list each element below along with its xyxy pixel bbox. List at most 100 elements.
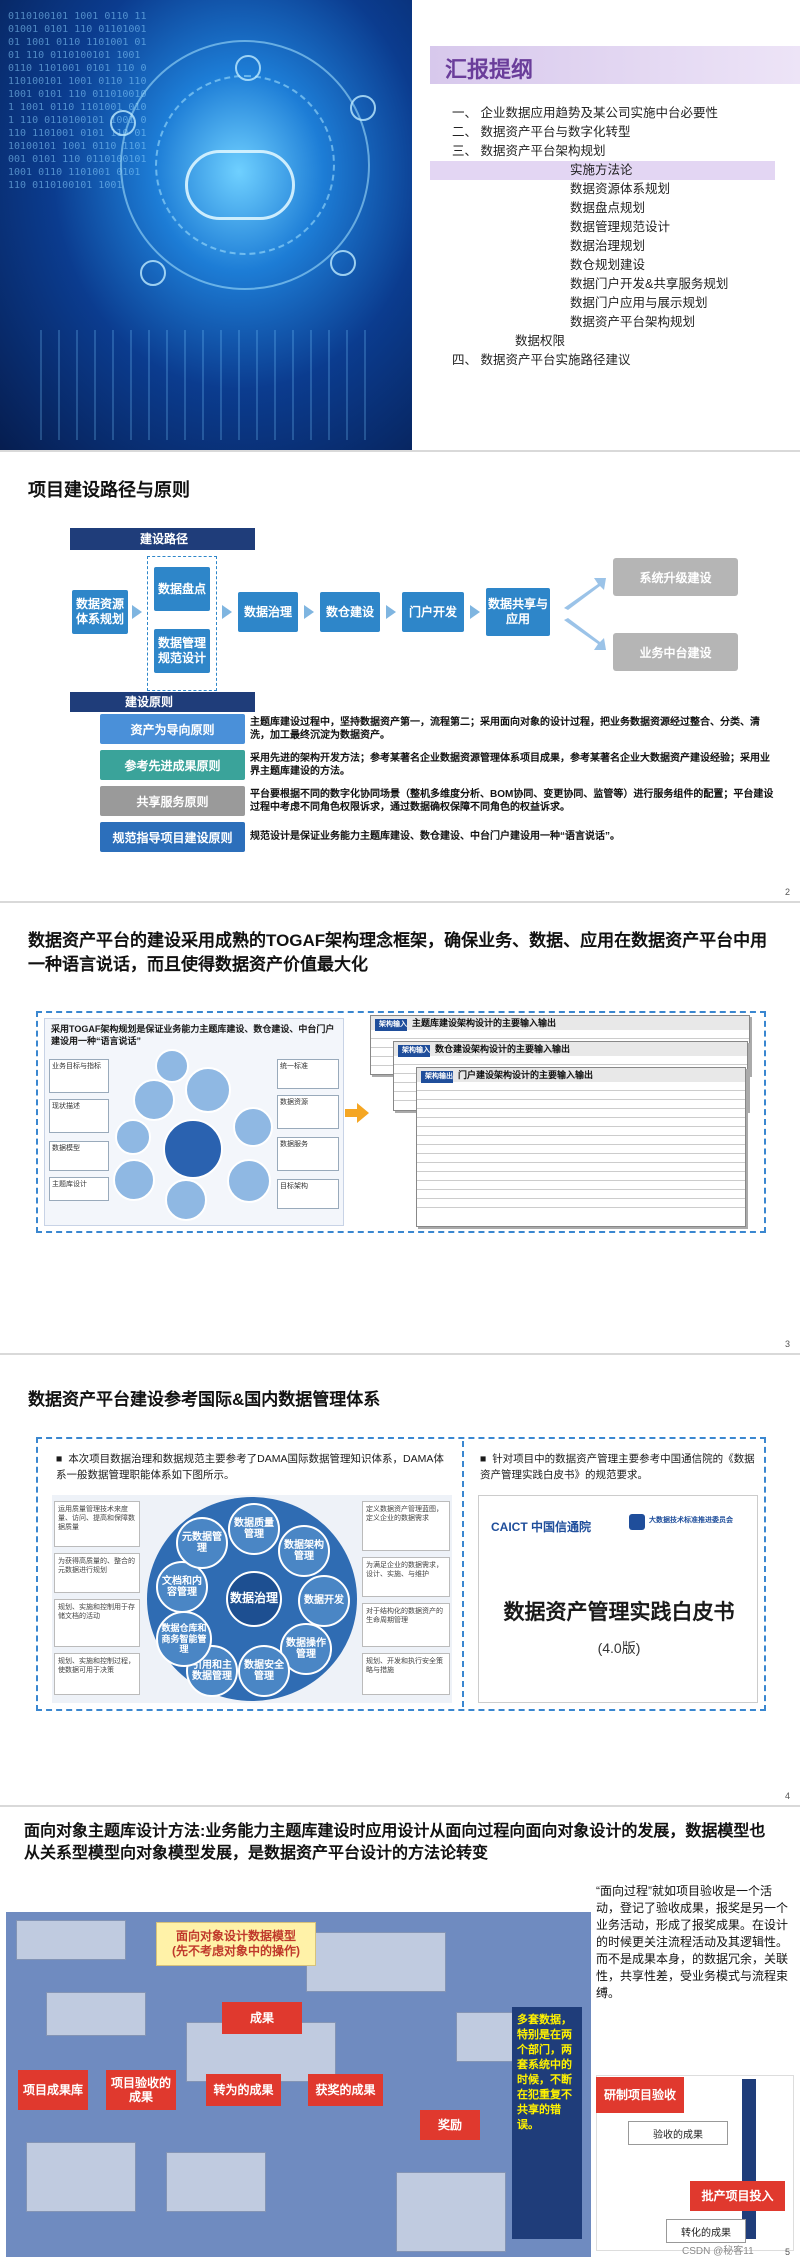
whitepaper-cover: CAICT 中国信通院 大数据技术标准推进委员会 数据资产管理实践白皮书 (4.… <box>478 1495 758 1703</box>
annotation-note: 数据模型 <box>49 1141 109 1171</box>
whitepaper-version: (4.0版) <box>597 1640 641 1656</box>
arrow-right-icon <box>132 605 142 619</box>
slide-title: 项目建设路径与原则 <box>28 480 190 500</box>
binary-rain: 0110100101 1001 0110 1101001 0101 110 01… <box>8 11 147 191</box>
caict-text: ■ 针对项目中的数据资产管理主要参考中国通信院的《数据资产管理实践白皮书》的规范… <box>480 1453 755 1481</box>
node-icon <box>110 110 136 136</box>
annotation-note: 规划、实施和控制用于存储文档的活动 <box>54 1599 140 1647</box>
principle-text: 平台要根据不同的数字化协同场景（整机多维度分析、BOM协同、变更协同、监管等）进… <box>250 789 774 813</box>
page-number: 2 <box>784 887 790 897</box>
step-box: 数据共享与应用 <box>486 588 550 636</box>
page-number: 3 <box>784 1339 790 1349</box>
doc-title: 数仓建设架构设计的主要输入输出 <box>435 1044 571 1054</box>
uml-class <box>396 2172 506 2252</box>
dama-text-content: 本次项目数据治理和数据规范主要参考了DAMA国际数据管理知识体系，DAMA体系一… <box>56 1453 444 1481</box>
toc-item: 四、 数据资产平台实施路径建议 <box>452 353 631 367</box>
annotation-note: 运用质量管理技术来度量、访问、提高和保障数据质量 <box>54 1501 140 1547</box>
page-number: 5 <box>784 2247 790 2257</box>
step-group <box>147 556 217 691</box>
slide-title: 数据资产平台的建设采用成熟的TOGAF架构理念框架，确保业务、数据、应用在数据资… <box>28 931 768 974</box>
uml-class <box>16 1920 126 1960</box>
bubble <box>185 1067 231 1113</box>
toc-item: 数据门户开发&共享服务规划 <box>570 277 729 291</box>
slide-object-oriented: 面向对象主题库设计方法:业务能力主题库建设时应用设计从面向过程向面向对象设计的发… <box>0 1807 800 2259</box>
bubble <box>113 1159 155 1201</box>
principle-row: 参考先进成果原则 采用先进的架构开发方法；参考某著名企业数据资源管理体系项目成果… <box>100 750 780 780</box>
bigdata-logo-icon <box>629 1514 645 1530</box>
step-box: 数仓建设 <box>320 592 380 632</box>
annotation-note: 定义数据资产管理蓝图，定义企业的数据需求 <box>362 1501 450 1551</box>
principle-text: 规范设计是保证业务能力主题库建设、数仓建设、中台门户建设用一种“语言说话”。 <box>250 831 620 842</box>
entity-box: 项目验收的成果 <box>106 2070 176 2110</box>
side-description: “面向过程”就如项目验收是一个活动，登记了验收成果，报奖是另一个业务活动，形成了… <box>596 1884 789 2000</box>
entity-box: 项目成果库 <box>18 2070 88 2110</box>
page-number: 4 <box>784 1791 790 1801</box>
uml-class <box>166 2152 266 2212</box>
bubble <box>155 1049 189 1083</box>
doc-title: 门户建设架构设计的主要输入输出 <box>458 1070 594 1080</box>
wheel-segment: 数据安全管理 <box>238 1645 290 1697</box>
principle-name: 共享服务原则 <box>100 786 245 816</box>
warning-callout: 多套数据，特别是在两个部门，两套系统中的时候，不断在犯重复不共享的错误。 <box>512 2007 582 2239</box>
wheel-segment: 数据质量管理 <box>228 1503 280 1555</box>
bigdata-logo-text: 大数据技术标准推进委员会 <box>649 1517 733 1524</box>
principle-text: 采用先进的架构开发方法；参考某著名企业数据资源管理体系项目成果，参考某著名企业大… <box>250 753 770 777</box>
diagram-caption: 采用TOGAF架构规划是保证业务能力主题库建设、数仓建设、中台门户建设用一种“语… <box>51 1024 335 1046</box>
bubble <box>227 1159 271 1203</box>
principle-text: 主题库建设过程中，坚持数据资产第一，流程第二；采用面向对象的设计过程，把业务数据… <box>250 717 760 741</box>
toc-item: 数据盘点规划 <box>570 201 646 215</box>
node-icon <box>140 260 166 286</box>
step-box: 数据资源体系规划 <box>72 590 128 634</box>
toc-item: 数据资产平台架构规划 <box>570 315 696 329</box>
wheel-segment: 文档和内容管理 <box>156 1561 208 1613</box>
center-bubble <box>163 1119 223 1179</box>
slide-title: 数据资产平台建设参考国际&国内数据管理体系 <box>28 1390 381 1409</box>
principle-name: 参考先进成果原则 <box>100 750 245 780</box>
annotation-note: 为满足企业的数据需求，设计、实施、与维护 <box>362 1557 450 1597</box>
annotation-note: 对于结构化的数据资产的生命周期管理 <box>362 1603 450 1647</box>
wheel-segment: 元数据管理 <box>176 1517 228 1569</box>
annotation-note: 目标架构 <box>277 1179 339 1209</box>
caict-logo: CAICT 中国信通院 <box>491 1520 591 1534</box>
step-box: 数据治理 <box>238 592 298 632</box>
caict-text-content: 针对项目中的数据资产管理主要参考中国通信院的《数据资产管理实践白皮书》的规范要求… <box>480 1453 755 1481</box>
toc-item: 数据资源体系规划 <box>570 182 671 196</box>
annotation-note: 规划、实施和控制过程，使数据可用于决策 <box>54 1653 140 1695</box>
slide-path-principles: 项目建设路径与原则 建设路径 数据资源体系规划 数据盘点 数据管理规范设计 数据… <box>0 452 800 903</box>
wheel-center: 数据治理 <box>226 1571 282 1627</box>
circuit-pattern <box>40 330 380 440</box>
doc-tab: 架构输入 <box>375 1019 407 1031</box>
wheel-segment: 数据仓库和商务智能管理 <box>156 1611 212 1667</box>
wheel-segment: 数据架构管理 <box>278 1525 330 1577</box>
toc-item: 数据治理规划 <box>570 239 646 253</box>
annotation-note: 业务目标与指标 <box>49 1059 109 1093</box>
principle-row: 规范指导项目建设原则 规范设计是保证业务能力主题库建设、数仓建设、中台门户建设用… <box>100 822 780 852</box>
annotation-note: 统一标准 <box>277 1059 339 1089</box>
cloud-icon <box>185 150 295 220</box>
flow-timeline-bar <box>742 2079 756 2239</box>
bubble <box>115 1119 151 1155</box>
doc-tab: 架构输出 <box>421 1071 453 1083</box>
bubble <box>165 1179 207 1221</box>
toc-title-bar <box>430 46 800 84</box>
flow-result: 验收的成果 <box>628 2121 728 2145</box>
toc-item: 数据管理规范设计 <box>570 220 671 234</box>
toc-item: 二、 数据资产平台与数字化转型 <box>452 125 631 139</box>
outcome-box: 业务中台建设 <box>613 633 738 671</box>
uml-model-diagram: 面向对象设计数据模型 (先不考虑对象中的操作) 成果 项目成果库 项目验收的成果… <box>6 1912 591 2257</box>
uml-class <box>306 1932 446 1992</box>
arrow-right-icon <box>222 605 232 619</box>
node-icon <box>235 55 261 81</box>
principle-name: 规范指导项目建设原则 <box>100 822 245 852</box>
fork-arrows-icon <box>564 578 606 650</box>
toc-item: 数仓规划建设 <box>570 258 646 272</box>
principles-label-bar: 建设原则 <box>70 692 255 712</box>
entity-box: 成果 <box>222 2002 302 2034</box>
toc-item: 三、 数据资产平台架构规划 <box>452 144 606 158</box>
divider <box>462 1441 464 1707</box>
annotation-note: 数据资源 <box>277 1095 339 1129</box>
arrow-right-icon <box>345 1103 369 1123</box>
flow-step: 批产项目投入 <box>690 2181 785 2211</box>
flow-step: 研制项目验收 <box>596 2077 684 2113</box>
path-label-bar: 建设路径 <box>70 528 255 550</box>
